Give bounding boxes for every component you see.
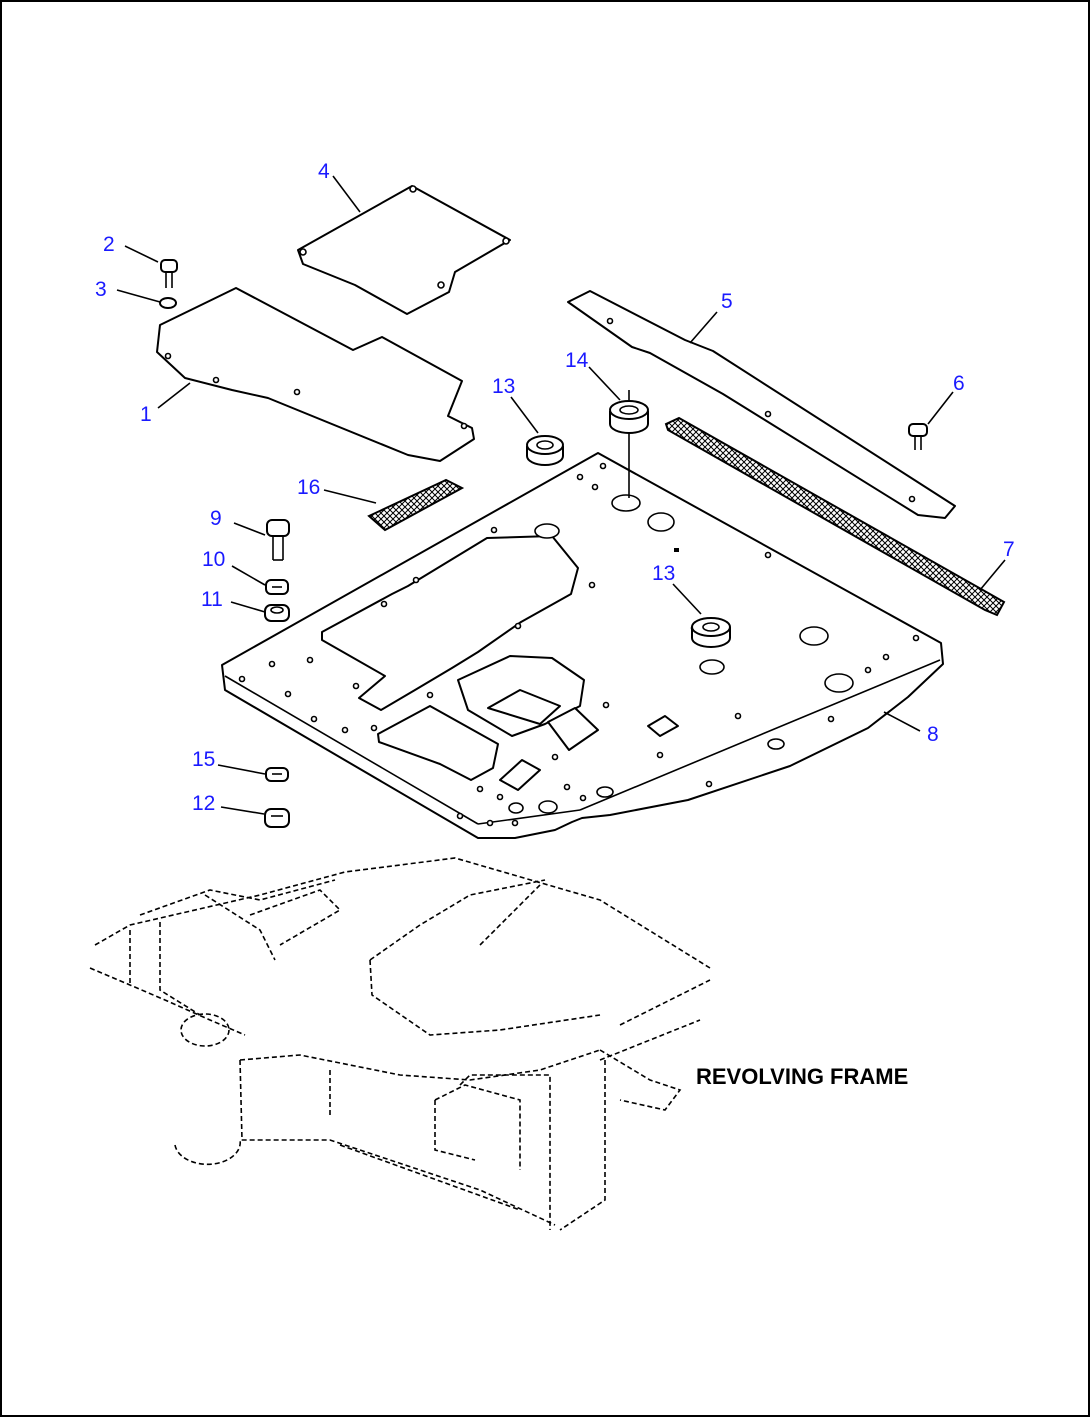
- label-part-1: 1: [140, 403, 152, 426]
- part-6-bolt: [908, 423, 928, 450]
- part-4-cover-plate: [297, 185, 511, 315]
- label-part-9: 9: [210, 507, 222, 530]
- label-part-13-upper: 13: [492, 375, 515, 398]
- label-part-14: 14: [565, 349, 589, 372]
- leader-lines: [116, 175, 1006, 815]
- label-part-10: 10: [202, 548, 225, 571]
- part-2-bolt: [160, 259, 178, 288]
- revolving-frame-caption: REVOLVING FRAME: [696, 1064, 908, 1089]
- label-part-11: 11: [201, 588, 223, 611]
- revolving-frame-outline: [89, 857, 711, 1231]
- label-part-5: 5: [721, 290, 733, 313]
- part-15-washer: [265, 767, 289, 782]
- label-part-2: 2: [103, 233, 115, 256]
- label-part-13-lower: 13: [652, 562, 675, 585]
- part-12-nut: [264, 808, 290, 828]
- part-10-washer: [265, 579, 289, 595]
- part-16-mesh-pad: [367, 478, 465, 532]
- part-11-nut: [264, 604, 290, 622]
- label-part-6: 6: [953, 372, 965, 395]
- part-3-washer: [159, 297, 177, 309]
- label-part-4: 4: [318, 160, 330, 183]
- part-8-floor-frame: [221, 452, 944, 839]
- part-5-cover-strip: [567, 290, 956, 519]
- label-part-3: 3: [95, 278, 107, 301]
- part-13-cushion-lower: [691, 617, 731, 648]
- part-1-floor-mat: [156, 287, 475, 462]
- part-7-mesh-strip: [664, 416, 1006, 617]
- label-part-15: 15: [192, 748, 215, 771]
- part-13-cushion-upper: [526, 435, 564, 466]
- label-part-12: 12: [192, 792, 215, 815]
- label-part-8: 8: [927, 723, 939, 746]
- part-9-bolt: [266, 519, 290, 561]
- part-14-mount: [609, 390, 649, 498]
- label-part-7: 7: [1003, 538, 1015, 561]
- label-part-16: 16: [297, 476, 320, 499]
